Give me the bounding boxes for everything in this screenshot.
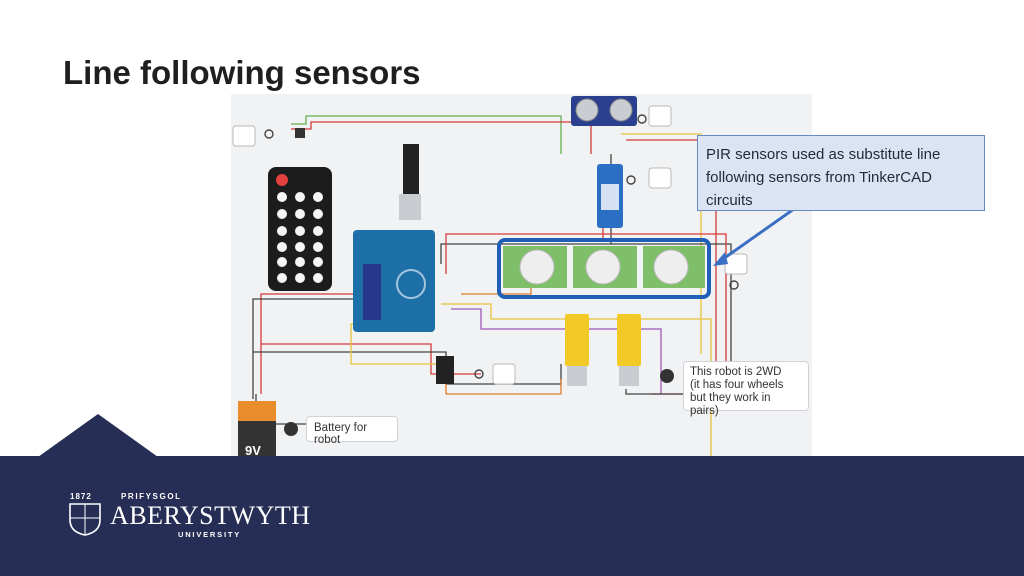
- footer-band: [0, 456, 1024, 576]
- footer-tab: [38, 414, 158, 457]
- battery-note: Battery for robot: [306, 416, 398, 446]
- crest-icon: [69, 503, 101, 536]
- pir-callout: PIR sensors used as substitute line foll…: [697, 135, 985, 211]
- robot-note: This robot is 2WD (it has four wheels bu…: [683, 361, 809, 417]
- logo-subtitle: UNIVERSITY: [178, 530, 242, 539]
- logo-name: ABERYSTWYTH: [110, 501, 311, 530]
- robot-note-line1: This robot is 2WD: [690, 366, 782, 378]
- slide-title: Line following sensors: [63, 54, 421, 91]
- robot-note-line3: but they work in pairs): [690, 392, 771, 417]
- logo-welsh-name: PRIFYSGOL: [121, 492, 182, 501]
- robot-note-line2: (it has four wheels: [690, 379, 784, 391]
- battery-label: 9V: [245, 443, 261, 458]
- logo-year: 1872: [70, 492, 92, 501]
- university-logo: 1872 PRIFYSGOL ABERYSTWYTH UNIVERSITY: [66, 492, 310, 542]
